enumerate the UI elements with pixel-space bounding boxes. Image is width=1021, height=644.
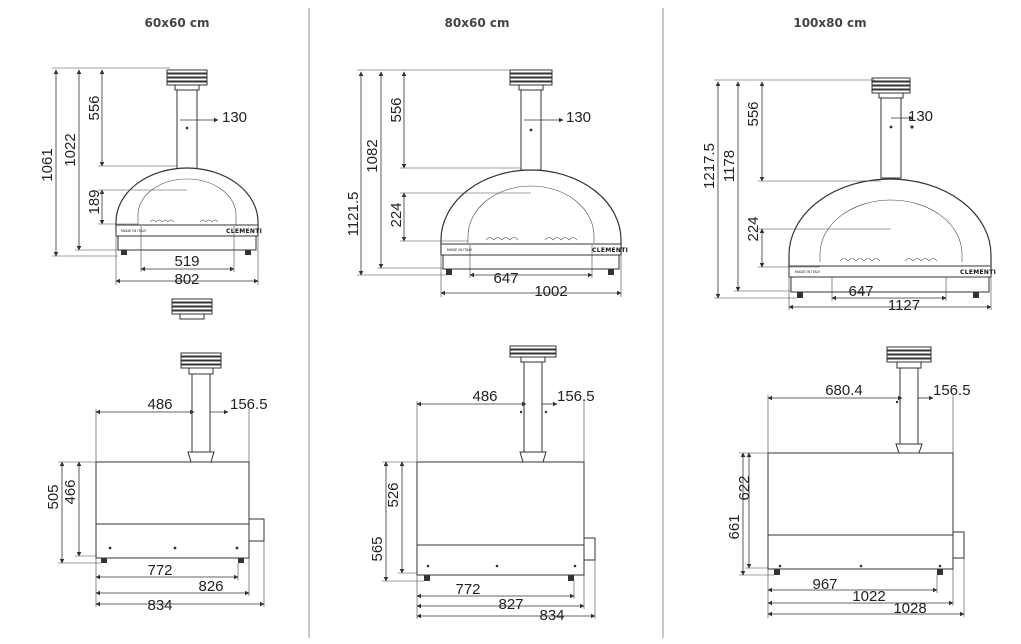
brand-label: CLEMENTI — [592, 247, 628, 254]
chimney-cap — [180, 352, 222, 375]
dim-depth-b: 827 — [498, 596, 523, 613]
dim-mouth-width: 519 — [174, 253, 199, 270]
dim-width: 802 — [174, 271, 199, 288]
chimney-cap — [886, 346, 932, 369]
front-view-60x60: MADE IN ITALY CLEMENTI 1061 1022 556 189… — [39, 67, 262, 320]
dim-height-b: 1178 — [721, 150, 738, 182]
dim-chimney-height: 556 — [86, 95, 103, 120]
side-view-80x60: 486 156.5 565 526 772 827 834 — [369, 345, 596, 624]
dim-depth-c: 834 — [147, 597, 172, 614]
dim-side-height-b: 466 — [62, 479, 79, 504]
model-header-100x80: 100x80 cm — [793, 16, 866, 30]
chimney-cap — [509, 345, 557, 363]
dim-side-height-a: 565 — [369, 536, 386, 561]
chimney-cap — [871, 77, 911, 99]
dim-side-height-b: 622 — [736, 475, 753, 500]
made-in-italy-label: MADE IN ITALY — [121, 229, 147, 233]
side-view-60x60: 486 156.5 505 466 772 826 834 — [45, 352, 268, 614]
dim-height-b: 1022 — [62, 133, 79, 166]
oven-mouth — [137, 178, 237, 226]
dim-width: 1127 — [888, 297, 920, 314]
oven-body — [416, 461, 585, 546]
chimney-cap — [166, 69, 208, 91]
dim-chimney-height: 556 — [388, 97, 405, 122]
oven-mouth — [819, 199, 963, 262]
oven-dome — [115, 167, 259, 233]
oven-stand — [416, 544, 585, 576]
chimney-pipe — [191, 373, 211, 453]
brand-label: CLEMENTI — [960, 269, 996, 276]
dim-chimney-height: 556 — [745, 101, 762, 126]
dim-depth-a: 967 — [812, 576, 837, 593]
dim-chimney-offset: 486 — [472, 388, 497, 405]
dim-mouth-height: 189 — [86, 189, 103, 214]
dim-chimney-offset: 486 — [147, 396, 172, 413]
dim-side-height-b: 526 — [385, 482, 402, 507]
dim-flue: 130 — [908, 108, 933, 125]
dim-height-a: 1121.5 — [345, 192, 362, 237]
dim-mouth-width: 647 — [493, 270, 518, 287]
dim-height-a: 1061 — [39, 148, 56, 181]
chimney-pipe — [899, 367, 919, 445]
dim-height-b: 1082 — [364, 139, 381, 172]
dim-flue-depth: 156.5 — [230, 396, 268, 413]
dim-depth-c: 834 — [539, 607, 564, 624]
dim-mouth-height: 224 — [388, 202, 405, 227]
oven-stand — [95, 523, 250, 559]
oven-body — [95, 461, 250, 525]
model-header-60x60: 60x60 cm — [145, 16, 210, 30]
made-in-italy-label: MADE IN ITALY — [795, 270, 821, 274]
brand-label: CLEMENTI — [226, 228, 262, 235]
chimney-pipe — [176, 89, 198, 171]
dim-flue-depth: 156.5 — [933, 382, 971, 399]
dim-depth-c: 1028 — [893, 600, 926, 617]
dim-height-a: 1217.5 — [701, 143, 718, 189]
dim-flue-depth: 156.5 — [557, 388, 595, 405]
dim-side-height-a: 661 — [726, 514, 743, 539]
dim-mouth-width: 647 — [848, 283, 873, 300]
dim-mouth-height: 224 — [745, 216, 762, 241]
oven-stand — [442, 254, 620, 270]
chimney-pipe — [523, 361, 543, 453]
front-view-100x80: MADE IN ITALY CLEMENTI 1217.5 1178 556 2… — [701, 77, 996, 314]
dim-flue: 130 — [222, 109, 247, 126]
oven-body — [767, 452, 954, 536]
dim-depth-a: 772 — [147, 562, 172, 579]
dim-depth-a: 772 — [455, 581, 480, 598]
dim-width: 1002 — [534, 283, 567, 300]
loose-chimney-cap — [171, 298, 213, 320]
oven-stand — [767, 534, 954, 570]
oven-stand — [790, 276, 990, 293]
dim-side-height-a: 505 — [45, 484, 62, 509]
oven-dome — [788, 178, 992, 269]
chimney-cap — [509, 69, 553, 91]
side-view-100x80: 680.4 156.5 661 622 967 1022 1028 — [726, 346, 971, 618]
made-in-italy-label: MADE IN ITALY — [447, 248, 473, 252]
front-view-80x60: MADE IN ITALY CLEMENTI 1121.5 1082 556 2… — [345, 69, 628, 300]
oven-mouth — [467, 185, 595, 243]
dim-depth-b: 1022 — [852, 588, 885, 605]
dim-chimney-offset: 680.4 — [825, 382, 863, 399]
oven-stand — [117, 235, 257, 251]
chimney-pipe — [880, 97, 902, 179]
dim-flue: 130 — [566, 109, 591, 126]
oven-dome — [440, 169, 622, 254]
dim-depth-b: 826 — [198, 578, 223, 595]
model-header-80x60: 80x60 cm — [445, 16, 510, 30]
